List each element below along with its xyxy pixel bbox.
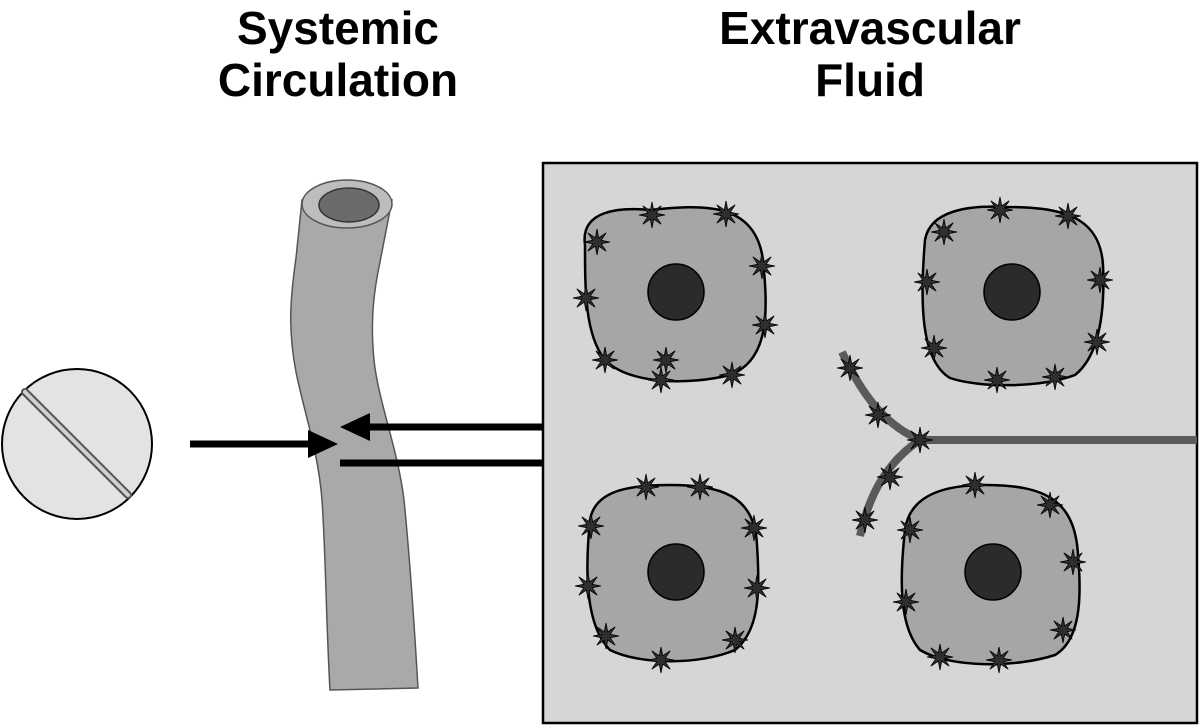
receptor-icon [930,218,958,246]
receptor-icon [638,201,666,229]
receptor-icon [577,512,605,540]
systemic-circulation-label: Systemic Circulation [178,2,498,106]
receptor-icon [1041,363,1069,391]
systemic-label-line1: Systemic [236,2,439,54]
receptor-icon [583,228,611,256]
receptor-icon [591,346,619,374]
receptor-icon [647,366,675,394]
nucleus [647,263,705,321]
receptor-icon [748,252,776,280]
receptor-icon [986,196,1014,224]
nucleus [647,543,705,601]
receptor-icon [721,626,749,654]
receptor-icon [1054,202,1082,230]
nucleus [964,543,1022,601]
receptor-icon [686,473,714,501]
systemic-label-line2: Circulation [217,54,459,106]
extravascular-label-line1: Extravascular [719,2,1021,54]
receptor-icon [632,473,660,501]
receptor-icon [926,643,954,671]
receptors-group [572,196,1114,674]
cells-group [583,205,1105,666]
injection-arrow [190,430,338,458]
receptor-icon [851,506,879,534]
receptor-icon [712,200,740,228]
receptor-icon [983,366,1011,394]
receptor-icon [572,284,600,312]
receptor-icon [876,463,904,491]
receptor-icon [574,572,602,600]
receptor-icon [1086,266,1114,294]
receptor-icon [652,346,680,374]
extravascular-label-line2: Fluid [815,54,925,106]
needle-circle-icon [1,368,153,520]
receptor-icon [740,514,768,542]
receptor-icon [920,334,948,362]
receptor-icon [751,311,779,339]
receptor-icon [1083,328,1111,356]
receptor-icon [1059,548,1087,576]
receptor-icon [961,471,989,499]
receptor-icon [892,588,920,616]
receptor-icon [1049,616,1077,644]
receptor-icon [1036,491,1064,519]
extravascular-fluid-label: Extravascular Fluid [640,2,1100,106]
blood-vessel-icon [289,179,419,691]
cell-bottom-right [900,483,1081,666]
cell-bottom-left [586,483,760,663]
receptor-icon [985,646,1013,674]
receptor-icon [913,268,941,296]
receptor-icon [896,516,924,544]
receptor-icon [906,426,934,454]
receptor-icon [836,354,864,382]
receptor-icon [743,574,771,602]
receptor-icon [592,622,620,650]
receptor-icon [647,646,675,674]
nucleus [983,263,1041,321]
receptor-icon [718,361,746,389]
receptor-icon [864,401,892,429]
